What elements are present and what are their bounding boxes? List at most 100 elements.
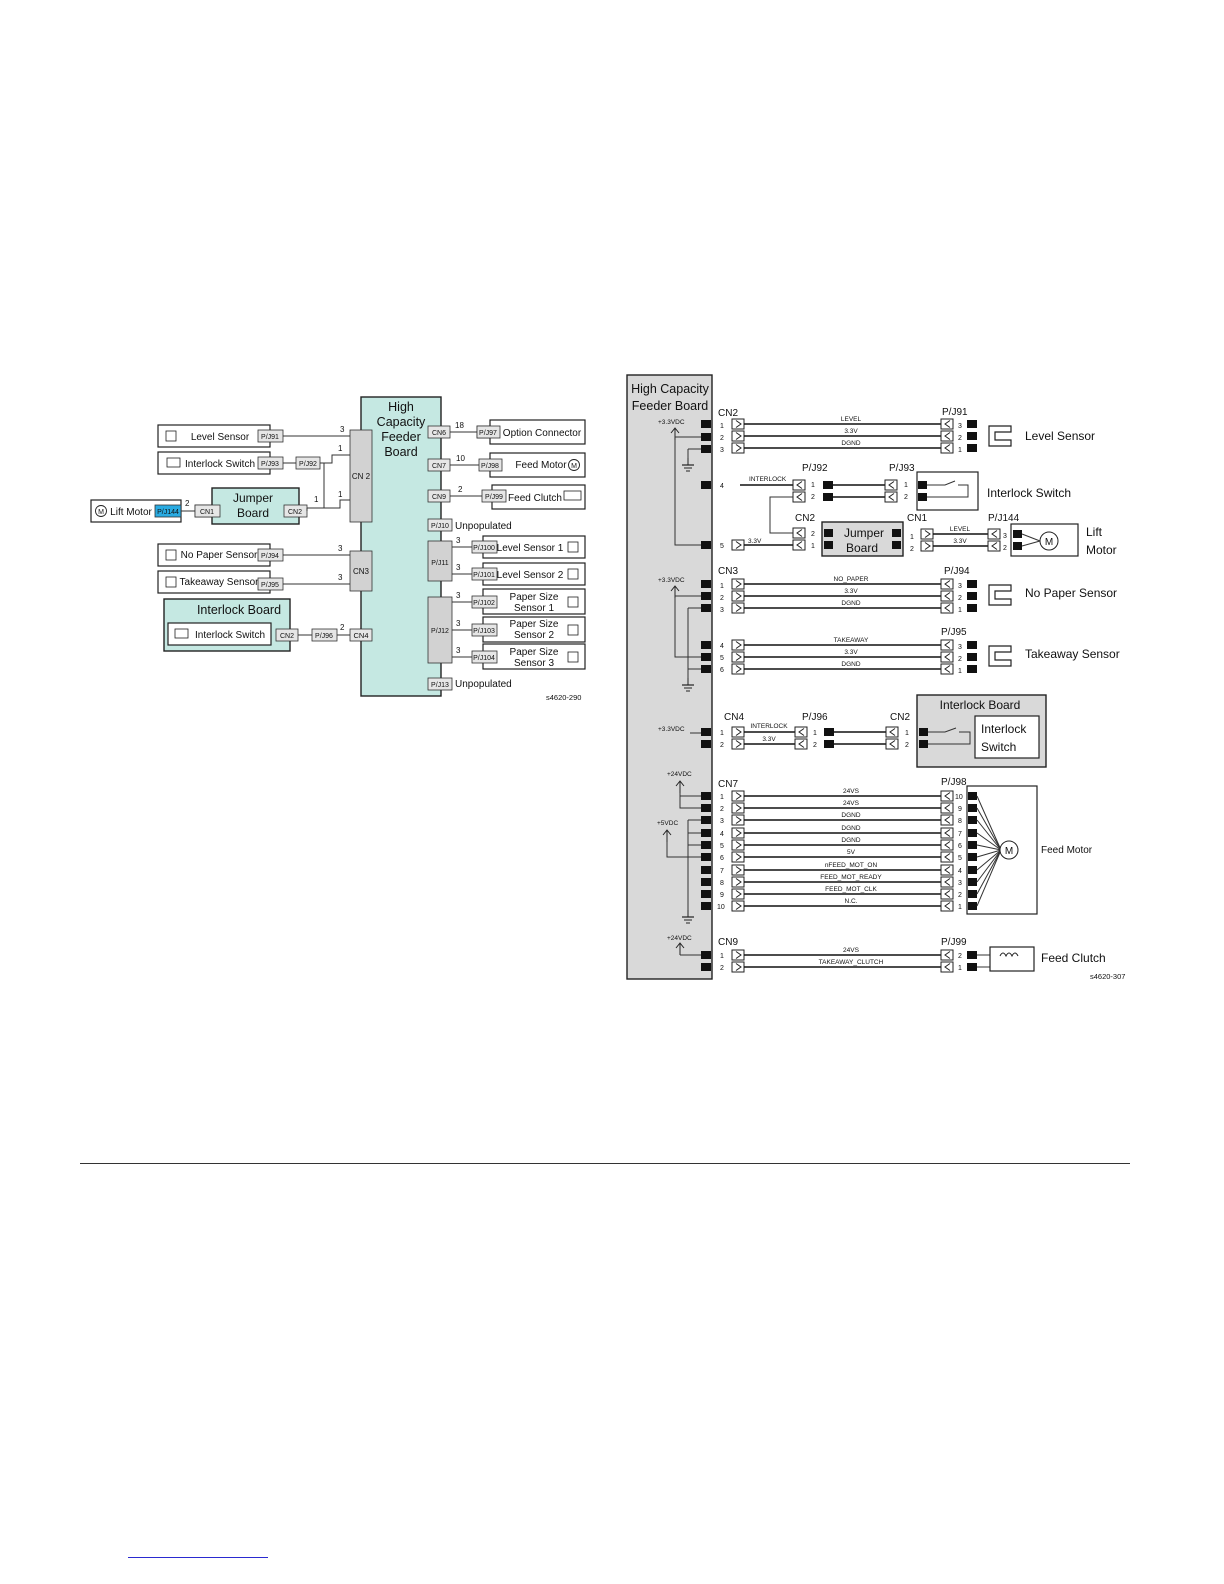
- sensor-icon: [165, 430, 177, 442]
- svg-text:+3.3VDC: +3.3VDC: [658, 577, 685, 584]
- cn3-title: CN3: [718, 566, 738, 577]
- svg-text:3: 3: [720, 607, 724, 614]
- signal-label: DGND: [841, 812, 860, 819]
- svg-text:3: 3: [456, 619, 461, 628]
- svg-text:1: 1: [958, 607, 962, 614]
- pj13-tag: [427, 677, 453, 691]
- wire-count: 18: [455, 421, 464, 430]
- sensor-icon: [567, 596, 579, 608]
- footer-rule: [80, 1163, 1130, 1164]
- svg-text:1: 1: [720, 953, 724, 960]
- signal-label: FEED_MOT_CLK: [825, 886, 877, 893]
- pj93-title: P/J93: [889, 463, 915, 474]
- svg-text:1: 1: [813, 730, 817, 737]
- cn7-wires: [744, 795, 941, 907]
- ib-switch-title-2: Switch: [981, 740, 1016, 754]
- svg-text:5: 5: [958, 855, 962, 862]
- takeaway-sensor-label: Takeaway Sensor: [180, 577, 260, 588]
- svg-text:1: 1: [905, 730, 909, 737]
- pss3-label-1: Paper Size: [510, 647, 559, 658]
- ib-switch-box: [974, 715, 1040, 759]
- svg-text:2: 2: [904, 494, 908, 501]
- switch-icon: [174, 628, 189, 639]
- wire-count: 10: [456, 454, 465, 463]
- pj10-label: P/J10: [431, 523, 449, 530]
- svg-text:2: 2: [813, 742, 817, 749]
- coil-icon: [999, 952, 1019, 958]
- motor-icon: [95, 505, 107, 517]
- pj96-title: P/J96: [802, 712, 828, 723]
- level-sensor-1-label: Level Sensor 1: [497, 543, 564, 554]
- svg-text:3: 3: [1003, 533, 1007, 540]
- svg-text:1: 1: [811, 543, 815, 550]
- svg-text:2: 2: [958, 892, 962, 899]
- svg-text:2: 2: [905, 742, 909, 749]
- option-connector-label: Option Connector: [503, 428, 582, 439]
- svg-text:1: 1: [720, 794, 724, 801]
- wire-count: 1: [314, 495, 319, 504]
- ib-switch-title-1: Interlock: [981, 722, 1027, 736]
- pss3-label-2: Sensor 3: [514, 658, 554, 669]
- svg-text:2: 2: [958, 953, 962, 960]
- pj102-tag: [471, 595, 498, 609]
- cn4-title: CN4: [724, 712, 744, 723]
- interlock-board-title: Interlock Board: [940, 698, 1021, 712]
- svg-text:+24VDC: +24VDC: [667, 935, 692, 942]
- svg-text:2: 2: [958, 656, 962, 663]
- svg-text:2: 2: [720, 806, 724, 813]
- sensor-icon: [567, 651, 579, 663]
- svg-text:9: 9: [720, 892, 724, 899]
- pj91-label: P/J91: [261, 434, 279, 441]
- takeaway-sensor-title: Takeaway Sensor: [1025, 647, 1120, 661]
- svg-text:3: 3: [958, 583, 962, 590]
- signal-label: 24VS: [843, 788, 860, 795]
- pj144-title: P/J144: [988, 513, 1020, 524]
- wire-count: 2: [185, 499, 190, 508]
- figure-id: s4620-290: [546, 693, 581, 702]
- svg-text:2: 2: [720, 595, 724, 602]
- jumper-cn2-label: CN2: [288, 509, 302, 516]
- signal-label: DGND: [841, 837, 860, 844]
- footer-link-underline[interactable]: [128, 1557, 268, 1558]
- wire-count: 1: [338, 444, 343, 453]
- signal-label: INTERLOCK: [750, 723, 788, 730]
- signal-label: 24VS: [843, 800, 860, 807]
- hcf-board-title-3: Feeder: [381, 430, 421, 444]
- cn4-label: CN4: [353, 631, 368, 640]
- svg-text:M: M: [1045, 537, 1053, 548]
- svg-text:5: 5: [720, 655, 724, 662]
- interlock-board-switch-box: [167, 622, 272, 646]
- pj98-plugs: [940, 790, 954, 912]
- svg-text:3: 3: [456, 646, 461, 655]
- feed-motor-label: Feed Motor: [515, 460, 567, 471]
- interlock-board-switch-label: Interlock Switch: [195, 630, 265, 641]
- v24-label: +24VDC: [667, 771, 692, 778]
- svg-text:3: 3: [958, 644, 962, 651]
- signal-label: 3.3V: [762, 736, 776, 743]
- svg-text:5: 5: [720, 543, 724, 550]
- svg-text:3: 3: [958, 423, 962, 430]
- svg-text:1: 1: [958, 668, 962, 675]
- svg-text:4: 4: [958, 868, 962, 875]
- pj101-tag: [471, 567, 498, 581]
- ib-cn2-label: CN2: [280, 633, 294, 640]
- interlock-switch-label: Interlock Switch: [185, 459, 255, 470]
- level-sensor-title: Level Sensor: [1025, 429, 1095, 443]
- pj102-label: P/J102: [473, 600, 495, 607]
- svg-text:2: 2: [1003, 545, 1007, 552]
- cn6-label: CN6: [432, 430, 446, 437]
- pj98-tag: [478, 458, 503, 472]
- jb-cn1-title: CN1: [907, 513, 927, 524]
- pss2-label-1: Paper Size: [510, 619, 559, 630]
- cn7-title: CN7: [718, 779, 738, 790]
- ib-cn2-title: CN2: [890, 712, 910, 723]
- svg-text:2: 2: [910, 546, 914, 553]
- pj91-title: P/J91: [942, 407, 968, 418]
- pj103-label: P/J103: [473, 628, 495, 635]
- pss1-label-1: Paper Size: [510, 592, 559, 603]
- signal-label: INTERLOCK: [749, 476, 787, 483]
- signal-label: DGND: [841, 825, 860, 832]
- svg-text:7: 7: [720, 868, 724, 875]
